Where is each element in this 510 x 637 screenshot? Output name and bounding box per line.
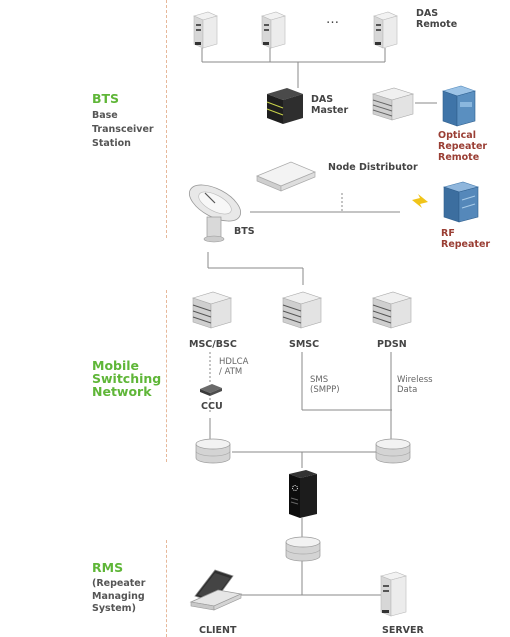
label-das-master: DAS Master	[311, 94, 349, 116]
server-tower-icon	[373, 11, 398, 49]
label-msc-bsc: MSC∕BSC	[189, 339, 237, 350]
optical-repeater-icon	[442, 85, 476, 127]
node-distributor-icon	[256, 161, 316, 192]
laptop-icon	[189, 569, 243, 611]
label-hdlca-atm: HDLCA / ATM	[219, 357, 249, 377]
rack-server-icon	[192, 291, 232, 329]
section-title-bts: BTS	[92, 91, 120, 106]
rack-server-icon	[282, 291, 322, 329]
label-das-remote: DAS Remote	[416, 8, 458, 30]
das-master-icon	[266, 88, 303, 124]
label-bts: BTS	[234, 226, 255, 237]
label-sms-smpp: SMS (SMPP)	[310, 375, 340, 395]
database-icon	[375, 438, 411, 464]
database-icon	[285, 536, 321, 562]
label-server: SERVER	[382, 625, 424, 636]
ellipsis: …	[326, 12, 340, 27]
ccu-icon	[200, 384, 222, 396]
label-rf-repeater: RF Repeater	[441, 228, 491, 250]
label-client: CLIENT	[199, 625, 237, 636]
server-tower-icon	[193, 11, 218, 49]
label-ccu: CCU	[201, 401, 223, 412]
label-optical-repeater-remote: Optical Repeater Remote	[438, 130, 488, 163]
lightning-icon	[412, 194, 428, 208]
rf-repeater-icon	[442, 181, 480, 223]
section-title-msn: Mobile Switching Network	[92, 358, 162, 399]
section-title-rms: RMS	[92, 560, 124, 575]
section-divider-rms	[166, 540, 167, 637]
black-server-icon	[289, 470, 317, 518]
rack-server-icon	[371, 87, 415, 121]
server-tower-icon	[261, 11, 286, 49]
section-divider-msn	[166, 290, 167, 462]
satellite-dish-icon	[189, 184, 241, 243]
label-wireless-data: Wireless Data	[397, 375, 433, 395]
label-smsc: SMSC	[289, 339, 320, 350]
database-icon	[195, 438, 231, 464]
rack-server-icon	[372, 291, 412, 329]
label-pdsn: PDSN	[377, 339, 407, 350]
section-subtitle-rms: (Repeater Managing System)	[92, 578, 146, 614]
server-tower-icon	[380, 571, 407, 617]
section-divider-bts	[166, 0, 167, 238]
section-subtitle-bts: Base Transceiver Station	[92, 110, 154, 149]
label-node-distributor: Node Distributor	[328, 162, 418, 173]
